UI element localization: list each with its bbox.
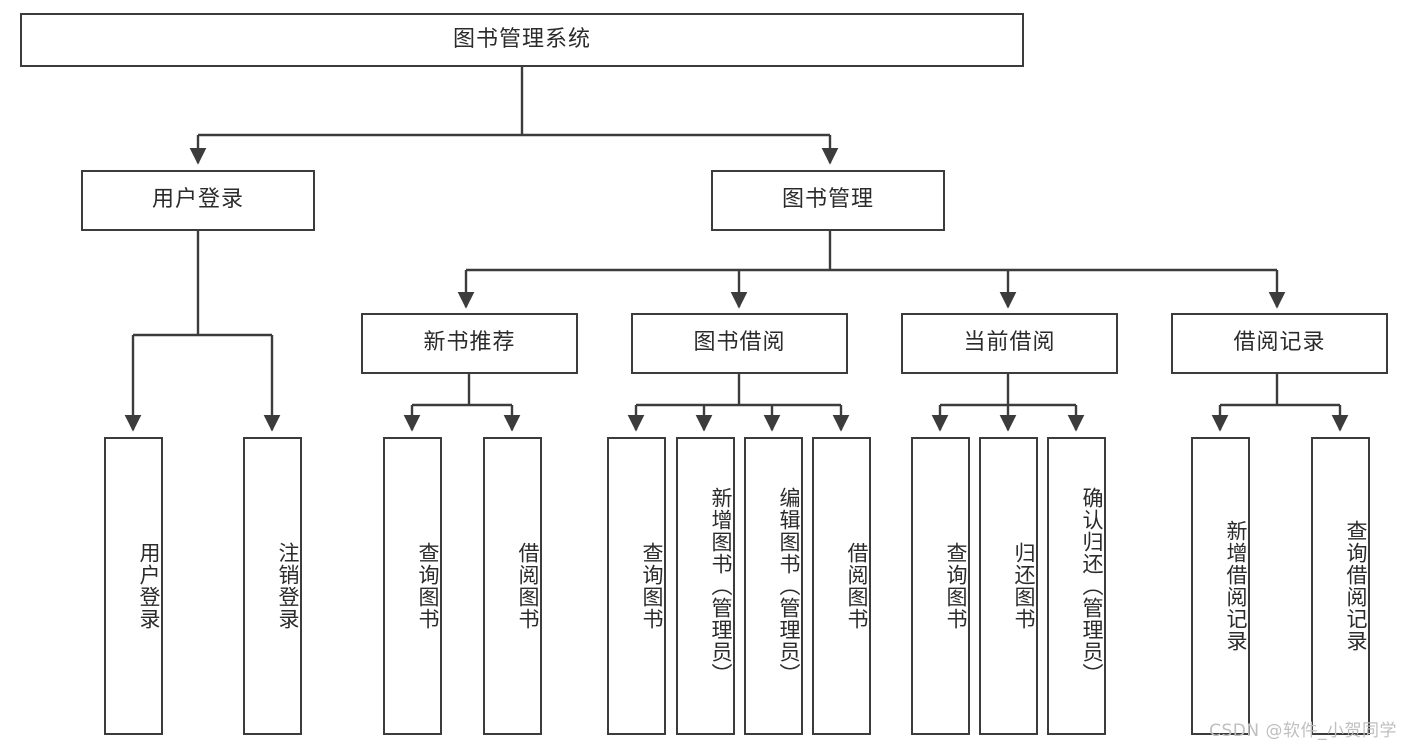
node-current-borrow-label: 当前借阅	[963, 330, 1056, 356]
leaf-borrow-record-query-record[interactable]: 查询借阅记录	[1311, 437, 1370, 735]
leaf-label: 用户登录	[137, 542, 161, 630]
leaf-label: 新增图书（管理员）	[709, 487, 733, 685]
leaf-label: 借阅图书	[845, 542, 869, 630]
node-new-book-recommend[interactable]: 新书推荐	[361, 313, 578, 374]
node-user-login-label: 用户登录	[151, 187, 244, 213]
leaf-label: 新增借阅记录	[1224, 520, 1248, 652]
leaf-borrow-record-add-record[interactable]: 新增借阅记录	[1191, 437, 1250, 735]
leaf-book-borrow-edit-book[interactable]: 编辑图书（管理员）	[744, 437, 803, 735]
leaf-new-book-query-book[interactable]: 查询图书	[383, 437, 442, 735]
node-user-login[interactable]: 用户登录	[81, 170, 315, 231]
leaf-label: 编辑图书（管理员）	[777, 487, 801, 685]
leaf-label: 确认归还（管理员）	[1080, 487, 1104, 685]
leaf-current-borrow-query-book[interactable]: 查询图书	[911, 437, 970, 735]
leaf-label: 查询借阅记录	[1344, 520, 1368, 652]
node-borrow-record-label: 借阅记录	[1233, 330, 1326, 356]
leaf-book-borrow-query-book[interactable]: 查询图书	[607, 437, 666, 735]
node-book-borrow[interactable]: 图书借阅	[631, 313, 848, 374]
leaf-current-borrow-return-book[interactable]: 归还图书	[979, 437, 1038, 735]
node-root-label: 图书管理系统	[452, 26, 591, 52]
node-book-management-label: 图书管理	[781, 187, 874, 213]
leaf-current-borrow-confirm-return[interactable]: 确认归还（管理员）	[1047, 437, 1106, 735]
leaf-label: 查询图书	[640, 542, 664, 630]
leaf-user-login-login[interactable]: 用户登录	[104, 437, 163, 735]
node-new-book-recommend-label: 新书推荐	[423, 330, 516, 356]
node-root[interactable]: 图书管理系统	[20, 13, 1024, 67]
node-current-borrow[interactable]: 当前借阅	[901, 313, 1118, 374]
leaf-label: 查询图书	[416, 542, 440, 630]
leaf-label: 借阅图书	[516, 542, 540, 630]
node-book-borrow-label: 图书借阅	[693, 330, 786, 356]
node-book-management[interactable]: 图书管理	[711, 170, 945, 231]
leaf-book-borrow-add-book[interactable]: 新增图书（管理员）	[676, 437, 735, 735]
leaf-label: 注销登录	[276, 542, 300, 630]
node-borrow-record[interactable]: 借阅记录	[1171, 313, 1388, 374]
leaf-label: 查询图书	[944, 542, 968, 630]
leaf-user-login-logout[interactable]: 注销登录	[243, 437, 302, 735]
leaf-new-book-borrow-book[interactable]: 借阅图书	[483, 437, 542, 735]
leaf-book-borrow-borrow-book[interactable]: 借阅图书	[812, 437, 871, 735]
leaf-label: 归还图书	[1012, 542, 1036, 630]
watermark: CSDN @软件_小贺同学	[1209, 721, 1397, 741]
